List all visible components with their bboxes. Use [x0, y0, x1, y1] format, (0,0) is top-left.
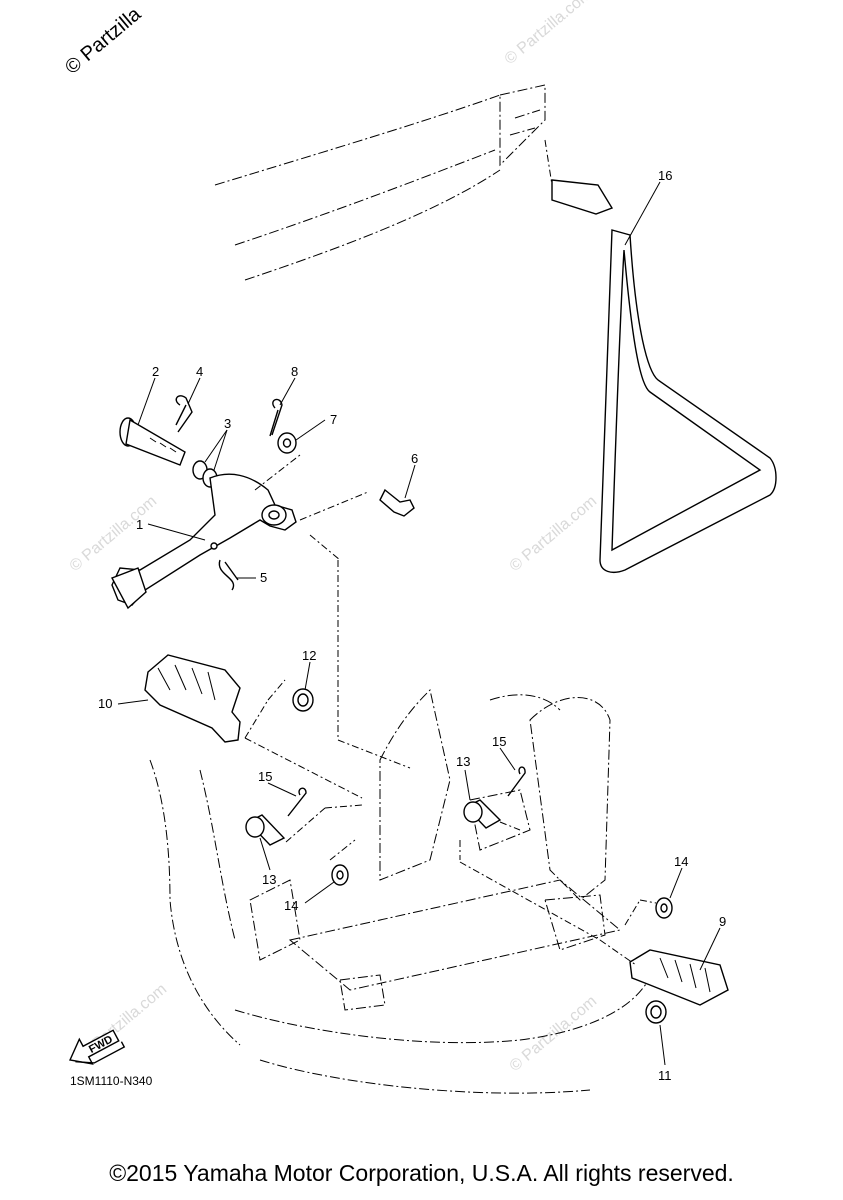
callout-10: 10	[98, 696, 112, 711]
main-frame-outline	[149, 689, 656, 1094]
brake-pedal	[111, 473, 297, 610]
watermark-top: © Partzilla	[61, 3, 146, 79]
cotter-pin-right	[507, 766, 526, 797]
footrest-spring-right	[645, 1000, 667, 1024]
callout-5: 5	[260, 570, 267, 585]
right-footrest	[629, 949, 729, 1006]
callout-12: 12	[302, 648, 316, 663]
diagram-code: 1SM1110-N340	[70, 1074, 153, 1088]
left-footrest	[144, 654, 241, 743]
callout-8: 8	[291, 364, 298, 379]
callout-15: 15	[492, 734, 506, 749]
callout-15: 15	[258, 769, 272, 784]
callout-11: 11	[658, 1068, 672, 1083]
watermark: © Partzilla.com	[507, 993, 601, 1075]
callout-14: 14	[284, 898, 298, 913]
side-stand	[544, 139, 777, 573]
callout-6: 6	[411, 451, 418, 466]
cotter-pin-left	[287, 787, 307, 817]
pedal-pin	[379, 488, 415, 517]
washer-left	[331, 864, 349, 886]
watermark: © Partzilla.com	[502, 0, 596, 68]
callout-1: 1	[136, 517, 143, 532]
pivot-bolt	[119, 417, 186, 466]
callout-3: 3	[224, 416, 231, 431]
leader-lines	[117, 181, 721, 1066]
footrest-spring-left	[292, 688, 314, 712]
rear-frame-outline	[214, 84, 546, 281]
callout-9: 9	[719, 914, 726, 929]
return-spring	[218, 559, 239, 591]
footrest-pin-left	[245, 814, 286, 846]
cotter-pin	[269, 398, 283, 437]
callout-4: 4	[196, 364, 203, 379]
watermark: © Partzilla.com	[507, 493, 601, 575]
callout-13: 13	[262, 872, 276, 887]
callout-16: 16	[658, 168, 672, 183]
callout-7: 7	[330, 412, 337, 427]
footrest-pin-right	[463, 799, 502, 829]
copyright-notice: ©2015 Yamaha Motor Corporation, U.S.A. A…	[109, 1160, 734, 1186]
o-rings	[192, 460, 218, 488]
watermark: © Partzilla.com	[67, 493, 161, 575]
callout-13: 13	[456, 754, 470, 769]
washer	[277, 432, 297, 454]
clip-pin	[175, 395, 193, 433]
washer-right	[655, 897, 673, 919]
callout-14: 14	[674, 854, 688, 869]
callout-2: 2	[152, 364, 159, 379]
